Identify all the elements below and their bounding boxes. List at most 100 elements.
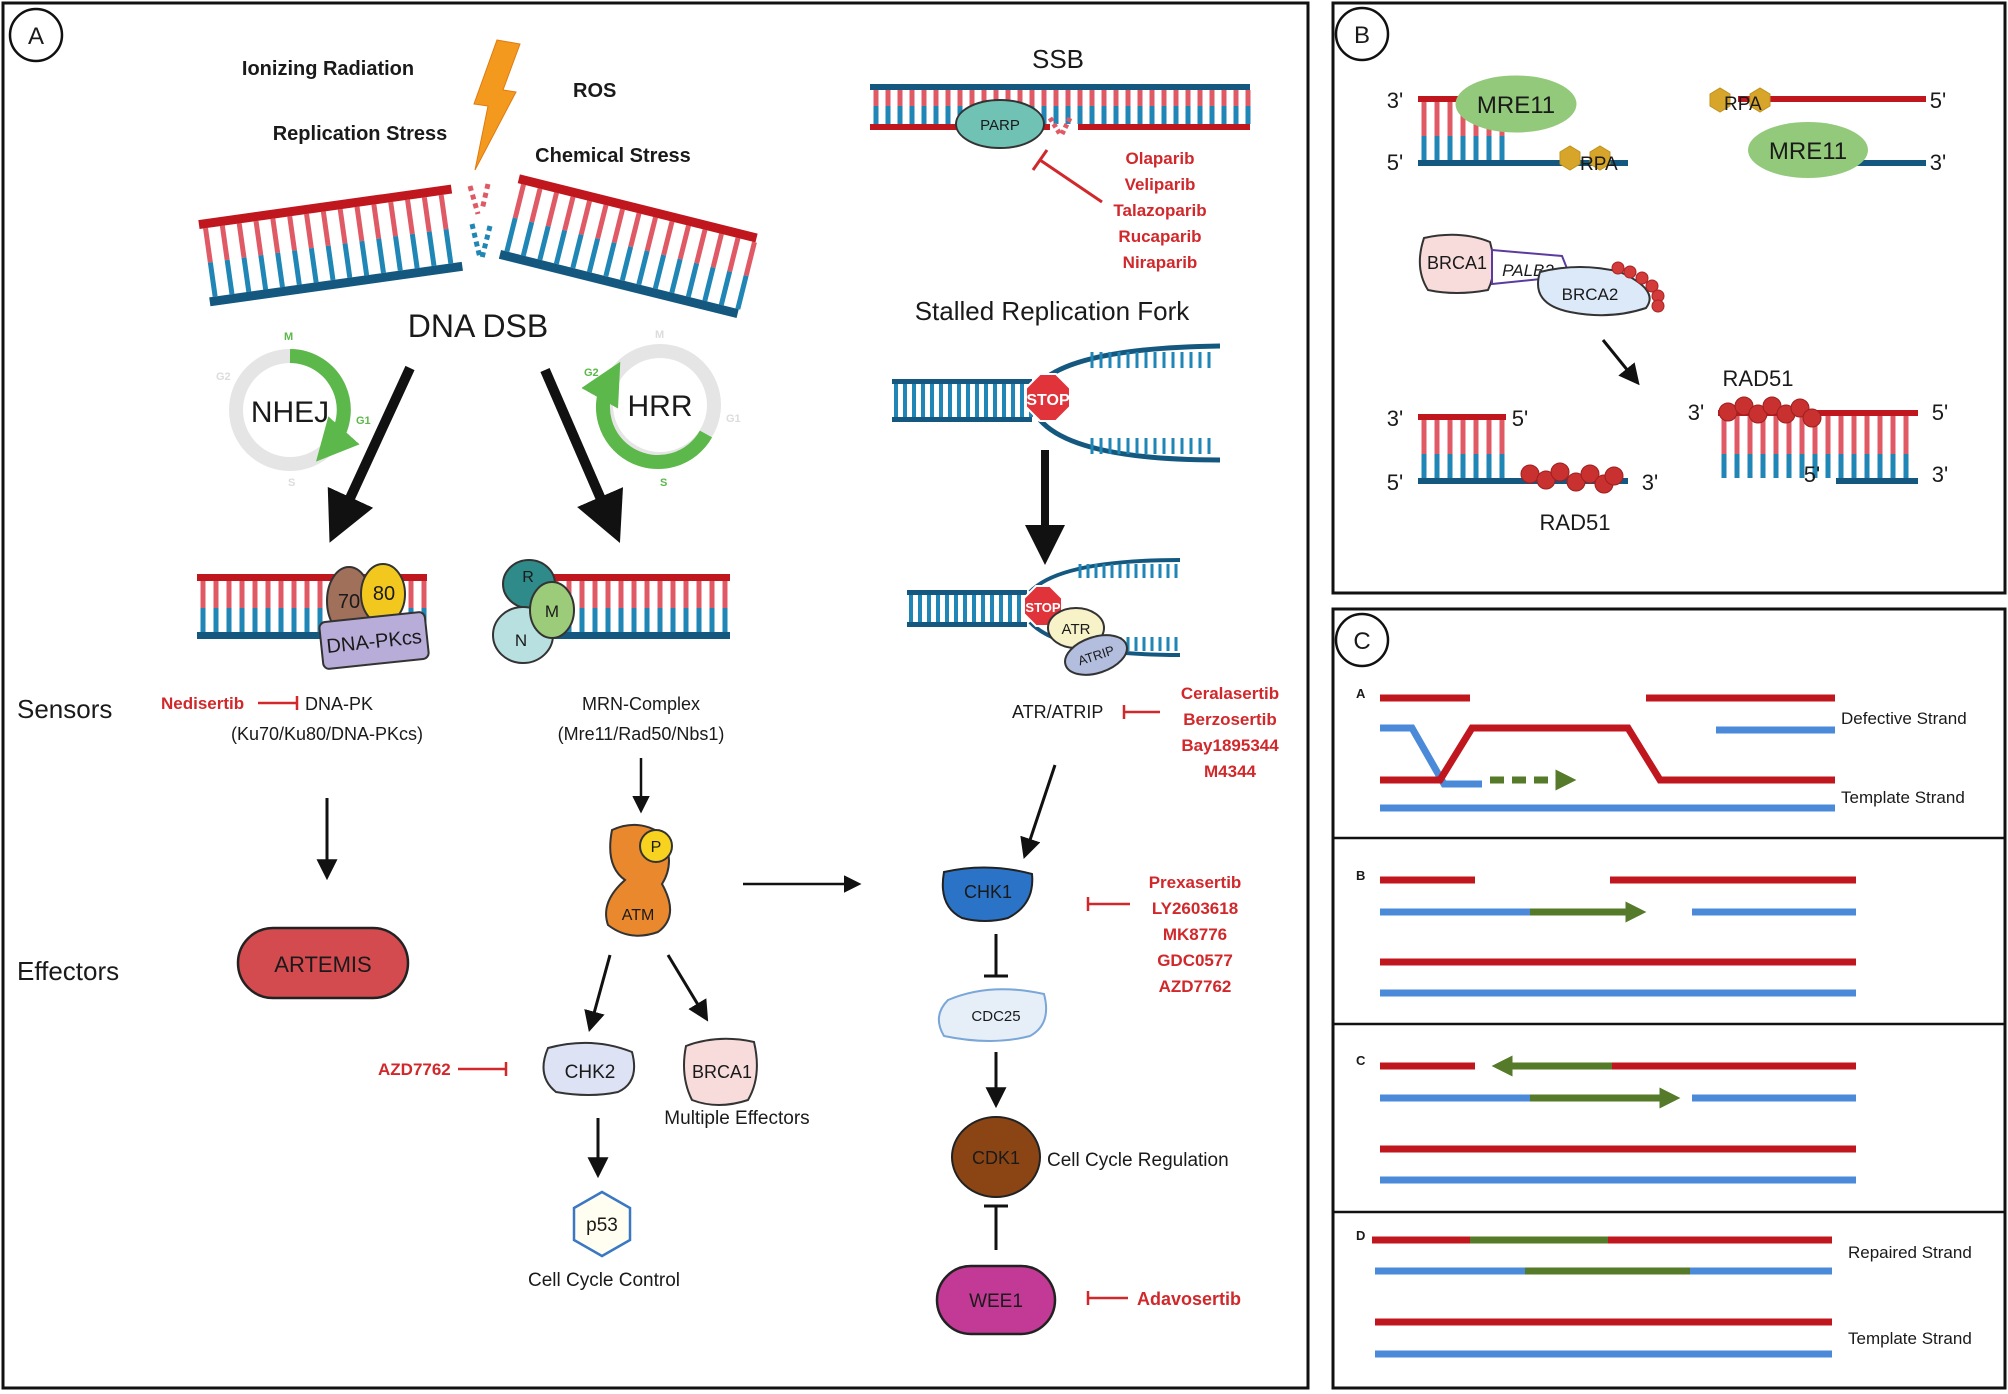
dna-dsb-left bbox=[198, 184, 463, 307]
panel-a-frame bbox=[1, 1, 1310, 1390]
dna-dsb-label: DNA DSB bbox=[408, 308, 548, 344]
nhej-phase-s: S bbox=[288, 477, 295, 489]
stress-replication: Replication Stress bbox=[273, 123, 448, 145]
atr-inhibitor-list: Ceralasertib Berzosertib Bay1895344 M434… bbox=[1181, 684, 1279, 781]
drug-rucaparib: Rucaparib bbox=[1118, 227, 1201, 246]
stop-sign-text: STOP bbox=[1026, 392, 1070, 409]
arrow-atm-to-brca1 bbox=[666, 954, 709, 1022]
atr-atrip-name: ATR/ATRIP bbox=[1012, 702, 1103, 722]
panel-c-step-c: C bbox=[1356, 1053, 1856, 1184]
nhej-phase-g2: G2 bbox=[216, 371, 231, 383]
sensors-row-label: Sensors bbox=[17, 694, 112, 724]
effectors-row-label: Effectors bbox=[17, 956, 119, 986]
atm-phospho-label: P bbox=[651, 839, 662, 856]
drug-azd7762-chk1: AZD7762 bbox=[1159, 977, 1232, 996]
wee1-inhibits-cdk1 bbox=[984, 1204, 1008, 1250]
drug-ly2603618: LY2603618 bbox=[1152, 899, 1238, 918]
brca-palb2-complex: BRCA1 PALB2 BRCA2 bbox=[1418, 233, 1665, 317]
arrow-atr-to-chk1 bbox=[1020, 764, 1057, 859]
atm-kinase: P ATM bbox=[605, 823, 673, 937]
chk1-inhibits-cdc25 bbox=[984, 934, 1008, 978]
artemis-node: ARTEMIS bbox=[236, 926, 410, 1000]
parp-inhibition-mark bbox=[1031, 149, 1103, 204]
brca2-label: BRCA2 bbox=[1562, 285, 1619, 304]
c-step-b-letter: B bbox=[1356, 868, 1365, 883]
drug-talazoparib: Talazoparib bbox=[1113, 201, 1206, 220]
panel-c-step-d: D Repaired Strand Template Strand bbox=[1356, 1228, 1972, 1358]
mrn-r-label: R bbox=[522, 569, 534, 586]
c-defective-strand-label: Defective Strand bbox=[1841, 709, 1967, 728]
panel-a-badge: A bbox=[8, 7, 64, 63]
wee1-label: WEE1 bbox=[969, 1291, 1023, 1312]
lightning-bolt-icon bbox=[473, 39, 521, 171]
b-left-3prime: 3' bbox=[1387, 88, 1403, 113]
panel-c-frame bbox=[1331, 607, 2007, 1390]
drug-olaparib: Olaparib bbox=[1126, 149, 1195, 168]
brca1-label: BRCA1 bbox=[692, 1062, 752, 1082]
p53-node: p53 bbox=[572, 1190, 632, 1258]
dsb-break-fragments bbox=[467, 183, 493, 259]
ku80-label: 80 bbox=[373, 583, 395, 605]
drug-gdc0577: GDC0577 bbox=[1157, 951, 1233, 970]
drug-prexasertib: Prexasertib bbox=[1149, 873, 1242, 892]
chk2-inhibition-mark bbox=[458, 1062, 508, 1076]
b-rad51-left-5prime-top: 5' bbox=[1512, 406, 1528, 431]
atr-label: ATR bbox=[1062, 621, 1091, 638]
mrn-subunits: (Mre11/Rad50/Nbs1) bbox=[558, 724, 725, 744]
drug-berzosertib: Berzosertib bbox=[1183, 710, 1277, 729]
mrn-name: MRN-Complex bbox=[582, 694, 700, 714]
ssb-label: SSB bbox=[1032, 44, 1084, 74]
nedisertib-inhibition-mark bbox=[258, 696, 299, 710]
c-step-c-letter: C bbox=[1356, 1053, 1366, 1068]
dna-pk-name: DNA-PK bbox=[305, 694, 373, 714]
atr-stop-sign-text: STOP bbox=[1025, 600, 1060, 615]
panel-b-rad51-right: RAD51 3' 5' 5' 3' bbox=[1688, 366, 1948, 487]
drug-mk8776: MK8776 bbox=[1163, 925, 1227, 944]
b-left-5prime: 5' bbox=[1387, 150, 1403, 175]
drug-azd7762-chk2: AZD7762 bbox=[378, 1060, 451, 1079]
panel-b-resection-right: RPA MRE11 5' 3' bbox=[1709, 87, 1946, 178]
atm-label: ATM bbox=[622, 907, 655, 924]
hrr-phase-s: S bbox=[660, 477, 667, 489]
mre11-label-right: MRE11 bbox=[1769, 138, 1847, 165]
ssb-dna: PARP bbox=[870, 84, 1251, 149]
panel-a-letter: A bbox=[28, 23, 44, 50]
mrn-complex: R M N bbox=[492, 559, 730, 664]
atr-inhibition-mark bbox=[1122, 705, 1160, 719]
c-step-d-letter: D bbox=[1356, 1228, 1365, 1243]
drug-bay1895344: Bay1895344 bbox=[1181, 736, 1279, 755]
drug-veliparib: Veliparib bbox=[1125, 175, 1196, 194]
c-template-strand-label-a: Template Strand bbox=[1841, 788, 1965, 807]
cdc25-label: CDC25 bbox=[971, 1008, 1020, 1025]
rad51-label-right: RAD51 bbox=[1723, 366, 1794, 391]
wee1-node: WEE1 bbox=[935, 1264, 1057, 1336]
drug-nedisertib: Nedisertib bbox=[161, 694, 244, 713]
b-rad51-left-3prime: 3' bbox=[1387, 406, 1403, 431]
mrn-m-label: M bbox=[545, 602, 559, 621]
c-template-strand-label-d: Template Strand bbox=[1848, 1329, 1972, 1348]
panel-c-step-b: B bbox=[1356, 868, 1856, 997]
b-rad51-right-5prime-bottom: 5' bbox=[1804, 462, 1820, 487]
b-rad51-right-5prime: 5' bbox=[1932, 400, 1948, 425]
rpa-label-right: RPA bbox=[1724, 94, 1762, 115]
chk2-label: CHK2 bbox=[565, 1062, 616, 1083]
nhej-label: NHEJ bbox=[251, 396, 329, 429]
panel-b-badge: B bbox=[1334, 6, 1390, 62]
panel-b-rad51-left: 3' 5' 5' 3' RAD51 bbox=[1387, 406, 1658, 535]
parp-inhibitor-list: Olaparib Veliparib Talazoparib Rucaparib… bbox=[1113, 149, 1206, 272]
atr-complex: STOP ATR ATRIP bbox=[907, 558, 1181, 676]
brca1-caption: Multiple Effectors bbox=[664, 1108, 809, 1129]
b-rad51-left-5prime: 5' bbox=[1387, 470, 1403, 495]
brca1-b-label: BRCA1 bbox=[1427, 253, 1487, 273]
chk1-inhibitor-list: Prexasertib LY2603618 MK8776 GDC0577 AZD… bbox=[1149, 873, 1242, 996]
stress-chemical: Chemical Stress bbox=[535, 145, 691, 167]
b-rad51-right-3prime: 3' bbox=[1688, 400, 1704, 425]
drug-ceralasertib: Ceralasertib bbox=[1181, 684, 1279, 703]
hrr-phase-m: M bbox=[655, 329, 664, 341]
drug-adavosertib: Adavosertib bbox=[1137, 1289, 1241, 1309]
artemis-label: ARTEMIS bbox=[274, 952, 371, 977]
chk2-node: CHK2 bbox=[542, 1041, 636, 1096]
stress-ionizing-radiation: Ionizing Radiation bbox=[242, 58, 414, 80]
arrow-dsb-to-hrr bbox=[540, 368, 623, 543]
